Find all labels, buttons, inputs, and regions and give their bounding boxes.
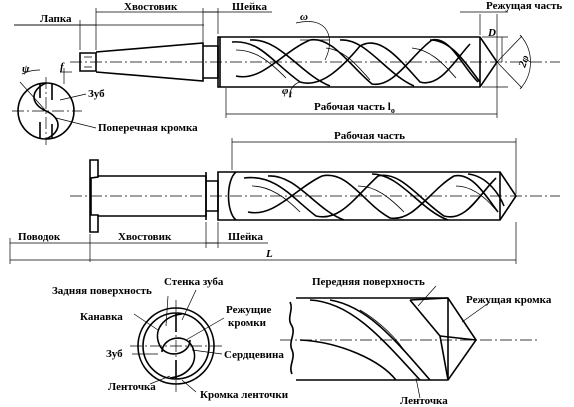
lapka-label: Лапка <box>40 13 72 25</box>
l-label: L <box>265 248 273 260</box>
f-label: f <box>60 61 65 73</box>
zub-section-label: Зуб <box>106 348 123 360</box>
rabochaya-chast-lo-label: Рабочая часть lo <box>314 101 395 115</box>
zub-end-label: Зуб <box>88 88 105 100</box>
psi-label: ψ <box>22 63 30 75</box>
sheyka-top-label: Шейка <box>232 1 267 13</box>
rezhushchie-kromki-label-1: Режущие <box>226 304 272 316</box>
middle-drill-drawing <box>9 138 560 264</box>
serdtsevina-label: Сердцевина <box>224 349 284 361</box>
perednyaya-poverkhnost-label: Передняя поверхность <box>312 276 425 288</box>
rezhushchaya-chast-label: Режущая часть <box>486 0 562 12</box>
lentochka-tip-label: Ленточка <box>400 395 448 407</box>
top-drill-drawing <box>14 8 560 118</box>
end-view-drawing <box>12 68 97 145</box>
two-phi-label: 2φ <box>516 53 532 70</box>
lentochka-section-label: Ленточка <box>108 381 156 393</box>
phi1-label: φ1 <box>282 85 292 99</box>
khvostovik-top-label: Хвостовик <box>124 1 178 13</box>
d-label: D <box>487 27 496 39</box>
rezhushchaya-kromka-label: Режущая кромка <box>466 294 552 306</box>
rezhushchie-kromki-label-2: кромки <box>228 317 267 329</box>
khvostovik-middle-label: Хвостовик <box>118 231 172 243</box>
stenka-zuba-label: Стенка зуба <box>164 276 224 288</box>
kromka-lentochki-label: Кромка ленточки <box>200 389 289 401</box>
tip-view-drawing <box>280 285 540 399</box>
kanavka-label: Канавка <box>80 311 123 323</box>
poperechnaya-kromka-label: Поперечная кромка <box>98 122 198 134</box>
section-view-drawing <box>130 289 225 393</box>
povodok-label: Поводок <box>18 231 61 243</box>
sheyka-middle-label: Шейка <box>228 231 263 243</box>
rabochaya-chast-label: Рабочая часть <box>334 130 405 142</box>
omega-label: ω <box>300 11 308 23</box>
zadnyaya-poverkhnost-label: Задняя поверхность <box>52 285 152 297</box>
